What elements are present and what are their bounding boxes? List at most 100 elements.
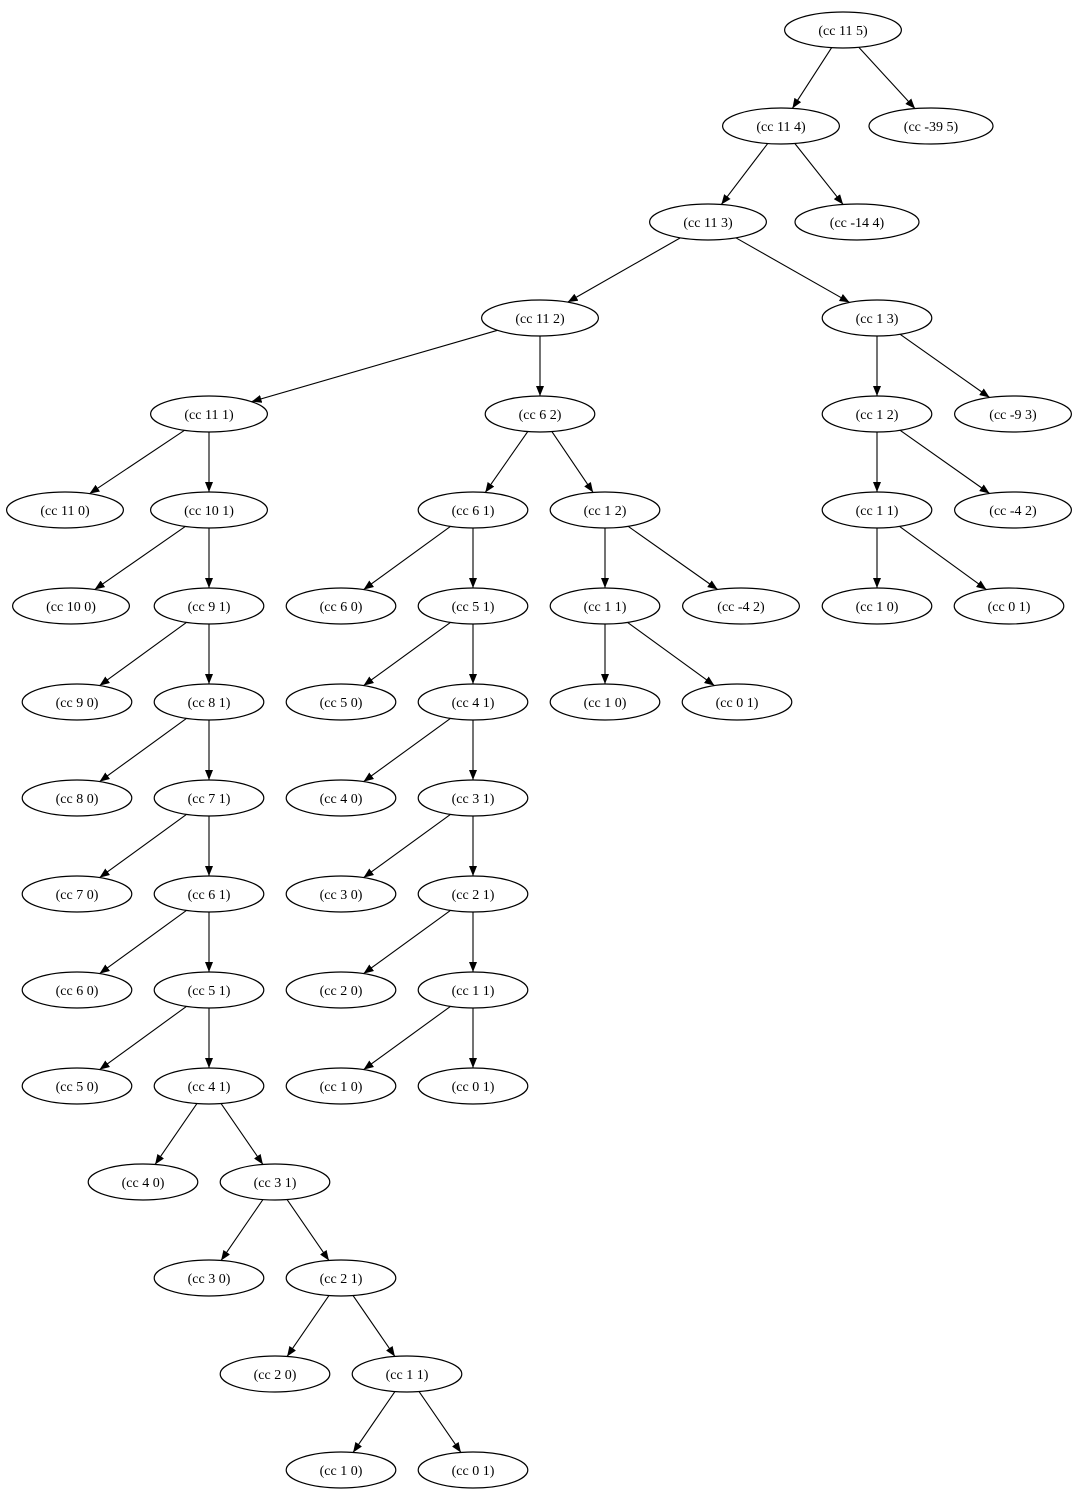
tree-node: (cc 6 0) <box>21 971 133 1009</box>
node-label: (cc 5 0) <box>56 1080 99 1095</box>
tree-node: (cc 11 0) <box>5 491 125 529</box>
node-label: (cc 2 1) <box>452 888 495 903</box>
edge-arrow <box>220 1199 264 1261</box>
edge-arrow <box>89 429 185 495</box>
node-ellipse <box>21 875 133 913</box>
node-ellipse <box>87 1163 199 1201</box>
tree-node: (cc 11 1) <box>150 395 269 433</box>
edge-arrow <box>251 329 498 403</box>
tree-node: (cc 10 0) <box>11 587 131 625</box>
edge-arrow <box>154 1103 198 1165</box>
edge-arrow <box>720 143 769 205</box>
node-label: (cc 6 0) <box>320 600 363 615</box>
tree-node: (cc 3 0) <box>285 875 397 913</box>
edge-arrow <box>418 1391 462 1453</box>
edge-arrow <box>94 526 186 590</box>
tree-node: (cc -39 5) <box>868 107 994 145</box>
tree-node: (cc 5 1) <box>417 587 529 625</box>
node-ellipse <box>153 1259 265 1297</box>
tree-node: (cc 1 1) <box>417 971 529 1009</box>
node-label: (cc 1 0) <box>320 1080 363 1095</box>
tree-node: (cc 7 0) <box>21 875 133 913</box>
tree-node: (cc 0 1) <box>953 587 1065 625</box>
tree-node: (cc -9 3) <box>953 395 1072 433</box>
node-ellipse <box>417 779 529 817</box>
node-label: (cc 1 3) <box>856 312 899 327</box>
edge-arrow <box>363 1005 451 1071</box>
edge-arrow <box>363 717 451 783</box>
node-ellipse <box>681 587 800 625</box>
edge-arrow <box>363 525 451 591</box>
tree-node: (cc 1 0) <box>821 587 933 625</box>
edge-arrow <box>484 431 529 493</box>
node-label: (cc 1 1) <box>856 504 899 519</box>
tree-node: (cc 9 0) <box>21 683 133 721</box>
node-ellipse <box>5 491 125 529</box>
node-label: (cc 6 2) <box>519 408 562 423</box>
node-ellipse <box>648 203 767 241</box>
node-ellipse <box>150 395 269 433</box>
node-label: (cc 6 1) <box>452 504 495 519</box>
node-label: (cc 1 0) <box>584 696 627 711</box>
node-ellipse <box>484 395 596 433</box>
edge-arrow <box>352 1391 396 1453</box>
node-ellipse <box>821 395 933 433</box>
tree-node: (cc -4 2) <box>681 587 800 625</box>
node-ellipse <box>285 875 397 913</box>
node-label: (cc 2 0) <box>320 984 363 999</box>
node-ellipse <box>153 587 265 625</box>
tree-node: (cc 4 0) <box>87 1163 199 1201</box>
node-ellipse <box>721 107 840 145</box>
node-ellipse <box>285 971 397 1009</box>
edge-arrow <box>99 1005 187 1071</box>
tree-node: (cc 1 2) <box>821 395 933 433</box>
node-ellipse <box>153 683 265 721</box>
edge-arrow <box>99 717 187 783</box>
tree-node: (cc 5 0) <box>21 1067 133 1105</box>
node-ellipse <box>219 1355 331 1393</box>
tree-node: (cc 2 0) <box>285 971 397 1009</box>
node-ellipse <box>549 683 661 721</box>
node-label: (cc -14 4) <box>830 216 885 231</box>
node-label: (cc 9 1) <box>188 600 231 615</box>
tree-node: (cc 6 1) <box>417 491 529 529</box>
node-label: (cc 8 0) <box>56 792 99 807</box>
node-label: (cc 0 1) <box>452 1464 495 1479</box>
edge-arrow <box>551 431 594 493</box>
node-label: (cc 8 1) <box>188 696 231 711</box>
node-label: (cc -4 2) <box>717 600 765 615</box>
node-ellipse <box>417 683 529 721</box>
edge-arrow <box>363 621 451 687</box>
tree-node: (cc 7 1) <box>153 779 265 817</box>
node-ellipse <box>953 587 1065 625</box>
edge-arrow <box>899 525 987 591</box>
node-ellipse <box>285 587 397 625</box>
node-label: (cc 6 1) <box>188 888 231 903</box>
node-ellipse <box>794 203 920 241</box>
node-label: (cc 5 0) <box>320 696 363 711</box>
tree-node: (cc 0 1) <box>417 1451 529 1489</box>
node-ellipse <box>953 491 1072 529</box>
node-label: (cc 9 0) <box>56 696 99 711</box>
edge-arrow <box>286 1199 330 1261</box>
node-label: (cc 2 0) <box>254 1368 297 1383</box>
edge-arrow <box>794 143 844 205</box>
edge-arrow <box>735 237 850 303</box>
node-ellipse <box>417 1067 529 1105</box>
node-ellipse <box>21 683 133 721</box>
tree-node: (cc 11 4) <box>721 107 840 145</box>
node-label: (cc -9 3) <box>989 408 1037 423</box>
node-label: (cc 4 1) <box>188 1080 231 1095</box>
node-label: (cc 1 0) <box>856 600 899 615</box>
node-ellipse <box>153 1067 265 1105</box>
tree-node: (cc 1 0) <box>549 683 661 721</box>
node-label: (cc 3 1) <box>452 792 495 807</box>
edge-arrow <box>99 621 187 687</box>
node-label: (cc 1 2) <box>856 408 899 423</box>
node-label: (cc 5 1) <box>188 984 231 999</box>
edge-arrow <box>99 909 187 975</box>
node-ellipse <box>285 1259 397 1297</box>
node-ellipse <box>21 1067 133 1105</box>
tree-node: (cc 0 1) <box>681 683 793 721</box>
